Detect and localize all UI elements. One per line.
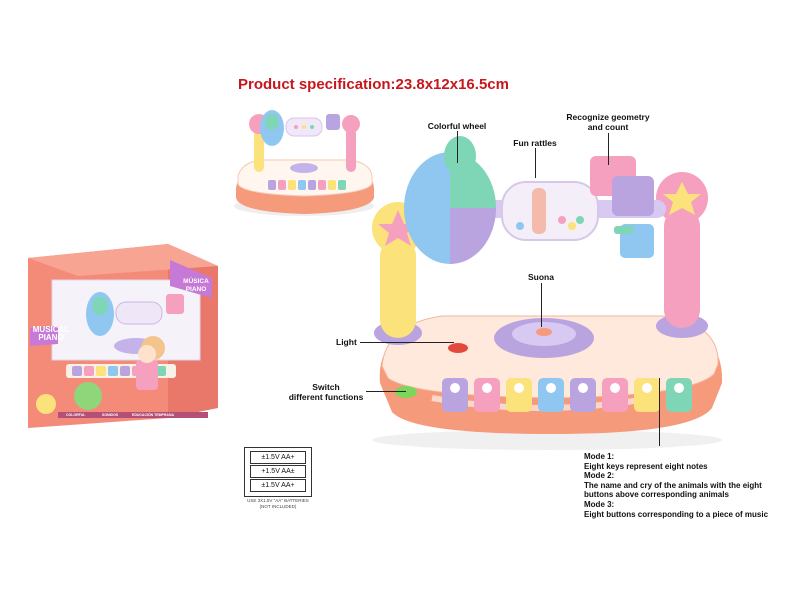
box-strip-text-1: COLORFUL (66, 413, 86, 417)
battery-note-line-1: USE 3X1.5V "AA" BATTERIES (247, 498, 309, 503)
box-logo2-line-2: PIANO (185, 286, 207, 293)
small-product-image (234, 110, 374, 216)
box-logo2-line-1: MÚSICA (183, 278, 209, 285)
callout-line-suona (541, 283, 542, 327)
label-fun-rattles: Fun rattles (513, 138, 557, 148)
callout-line-switch (366, 391, 406, 392)
battery-cell-1: ±1.5V AA+ (250, 451, 306, 464)
label-recognize-line-1: Recognize geometry (566, 112, 650, 122)
battery-compartment: ±1.5V AA+ +1.5V AA± ±1.5V AA+ (244, 447, 312, 497)
mode-3-text: Eight buttons corresponding to a piece o… (584, 509, 769, 519)
product-box-image (28, 244, 218, 428)
label-switch-functions: Switch different functions (286, 382, 366, 402)
main-product-image (372, 136, 723, 450)
mode-2-heading: Mode 2: (584, 471, 615, 481)
label-light: Light (336, 337, 357, 347)
label-colorful-wheel: Colorful wheel (427, 121, 487, 131)
modes-description: Mode 1: Eight keys represent eight notes… (584, 452, 768, 519)
callout-line-geometry (608, 133, 609, 165)
callout-line-rattles (535, 148, 536, 178)
box-strip-text-2: SONIDOS (102, 413, 119, 417)
battery-cell-2: +1.5V AA± (250, 465, 306, 478)
box-logo-musical: MUSICAL PIANO (28, 326, 74, 342)
battery-cell-3: ±1.5V AA+ (250, 479, 306, 492)
box-strip-text-3: EDUCACIÓN TEMPRANA (132, 413, 174, 417)
mode-2-text-line-1: The name and cry of the animals with the… (584, 480, 762, 490)
mode-1-heading: Mode 1: (584, 452, 615, 461)
battery-note-line-2: (NOT INCLUDED) (259, 503, 297, 509)
label-suona: Suona (528, 272, 554, 282)
mode-1-text: Eight keys represent eight notes (584, 461, 708, 471)
label-recognize-line-2: and count (587, 122, 629, 132)
callout-line-wheel (457, 131, 458, 163)
callout-line-light (360, 342, 454, 343)
label-switch-line-1: Switch (312, 382, 340, 392)
box-logo-line-2: PIANO (38, 333, 64, 342)
label-switch-line-2: different functions (288, 392, 364, 402)
mode-2-text-line-2: buttons above corresponding animals (584, 490, 729, 500)
mode-3-heading: Mode 3: (584, 499, 615, 509)
box-logo-musica: MÚSICA PIANO (176, 278, 216, 294)
battery-note: USE 3X1.5V "AA" BATTERIES (NOT INCLUDED) (238, 498, 318, 509)
box-logo-line-1: MUSICAL (32, 325, 70, 334)
label-recognize-geometry: Recognize geometry and count (556, 112, 660, 132)
callout-line-modes (659, 378, 660, 446)
product-specification-title: Product specification:23.8x12x16.5cm (238, 76, 509, 93)
